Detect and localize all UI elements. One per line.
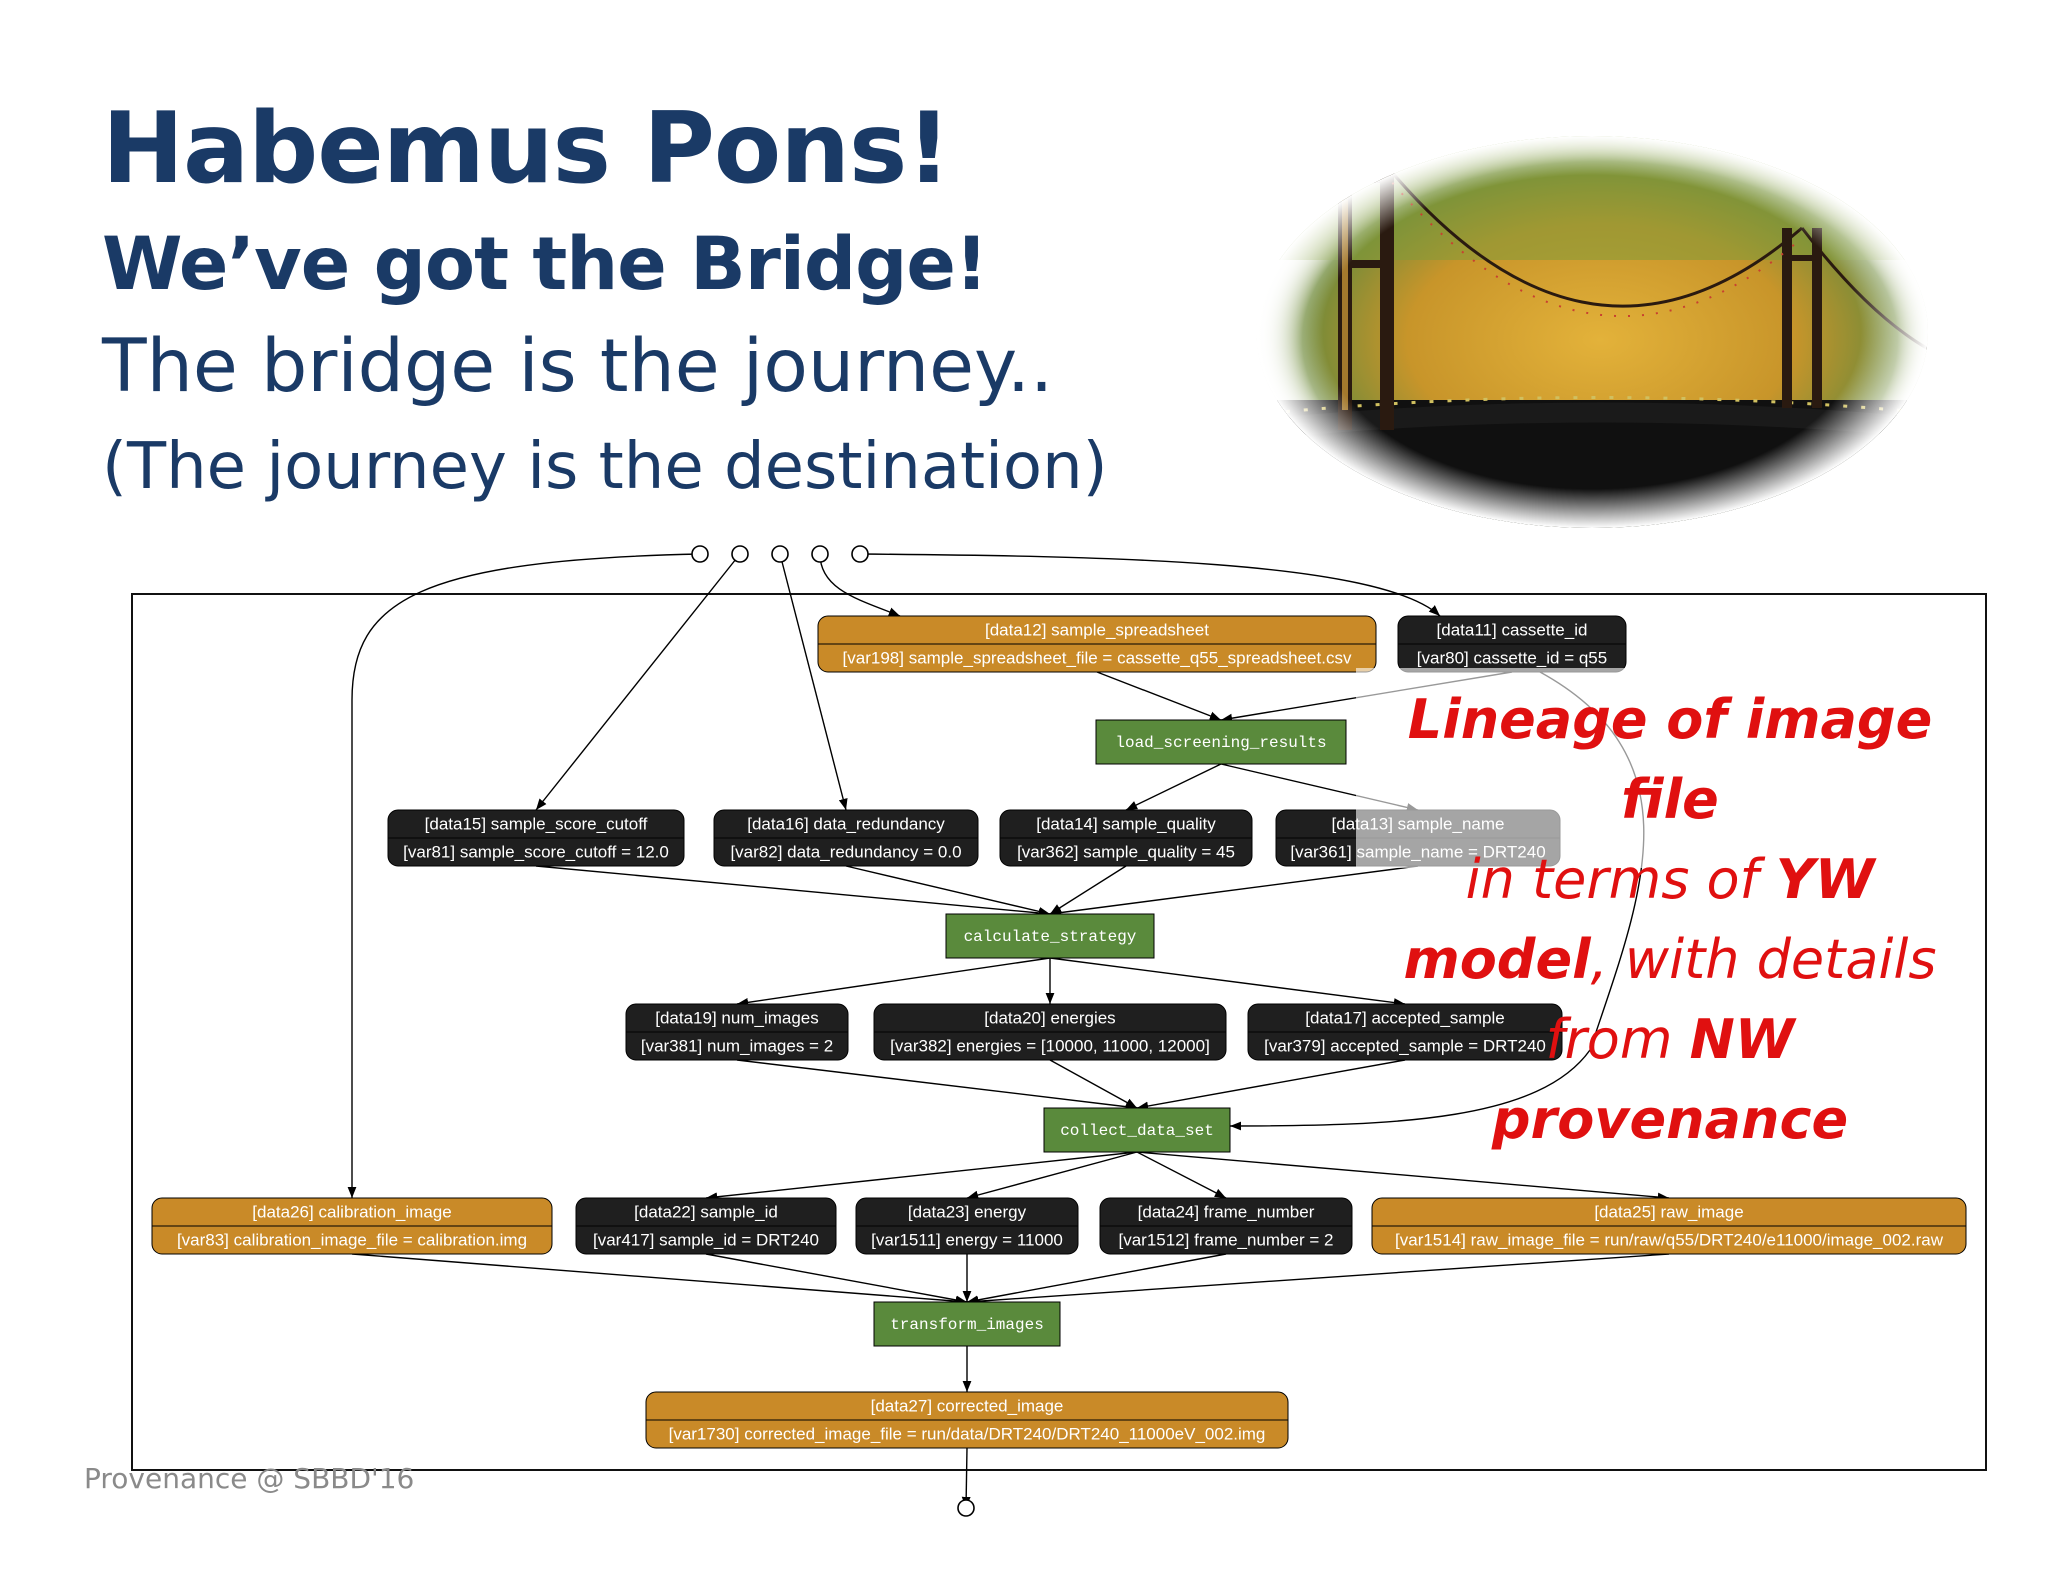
data-node-data17: [data17] accepted_sample [var379] accepte… xyxy=(1247,1003,1563,1061)
data-node-label: [data19] num_images xyxy=(655,1008,819,1027)
data-node-data24: [data24] frame_number [var1512] frame_num… xyxy=(1099,1197,1353,1255)
data-node-value: [var82] data_redundancy = 0.0 xyxy=(730,842,961,861)
data-node-value: [var198] sample_spreadsheet_file = casse… xyxy=(843,648,1352,667)
edge-in5-data11 xyxy=(859,553,1441,617)
process-node-load: load_screening_results xyxy=(1095,719,1347,765)
data-node-data12: [data12] sample_spreadsheet [var198] samp… xyxy=(817,615,1377,673)
data-node-label: [data24] frame_number xyxy=(1138,1202,1315,1221)
data-node-label: [data14] sample_quality xyxy=(1036,814,1216,833)
port-in5 xyxy=(851,545,869,563)
edge-in2-data15 xyxy=(535,553,741,811)
edge-data22-transform xyxy=(705,1253,968,1305)
data-node-value: [var1514] raw_image_file = run/raw/q55/D… xyxy=(1395,1230,1944,1249)
edge-collect-data25 xyxy=(1136,1151,1670,1202)
edge-calc-data17 xyxy=(1049,957,1406,1008)
port-group xyxy=(691,545,975,1517)
edge-data12-load xyxy=(1096,671,1222,721)
process-node-label: calculate_strategy xyxy=(964,928,1137,946)
data-node-label: [data11] cassette_id xyxy=(1437,620,1588,639)
data-node-value: [var1511] energy = 11000 xyxy=(871,1230,1063,1249)
slide-title: Habemus Pons! xyxy=(102,92,951,206)
edge-load-data14 xyxy=(1125,763,1222,811)
process-node-collect: collect_data_set xyxy=(1043,1107,1231,1153)
edge-data16-calc xyxy=(845,865,1051,916)
data-node-data26: [data26] calibration_image [var83] calibr… xyxy=(151,1197,553,1255)
callout-line-3: model, with details xyxy=(1403,928,1937,991)
edge-data20-collect xyxy=(1049,1059,1138,1109)
port-out xyxy=(957,1499,975,1517)
node-group: [data12] sample_spreadsheet [var198] samp… xyxy=(151,615,1967,1449)
port-in2 xyxy=(731,545,749,563)
edge-data13-calc xyxy=(1049,865,1419,917)
edge-data24-transform xyxy=(966,1253,1227,1305)
callout-line-4: from NW provenance xyxy=(1491,1008,1849,1151)
callout-line-2: in terms of YW xyxy=(1465,848,1875,911)
port-in4 xyxy=(811,545,829,563)
callout-backdrop xyxy=(1356,668,1656,868)
data-node-data11: [data11] cassette_id [var80] cassette_id … xyxy=(1397,615,1627,673)
data-node-value: [var417] sample_id = DRT240 xyxy=(593,1230,819,1249)
edge-collect-data24 xyxy=(1136,1151,1227,1199)
data-node-value: [var1512] frame_number = 2 xyxy=(1119,1230,1334,1249)
port-in1 xyxy=(691,545,709,563)
data-node-data25: [data25] raw_image [var1514] raw_image_fi… xyxy=(1371,1197,1967,1255)
data-node-value: [var382] energies = [10000, 11000, 12000… xyxy=(890,1036,1210,1055)
data-node-data15: [data15] sample_score_cutoff [var81] samp… xyxy=(387,809,685,867)
edge-data14-calc xyxy=(1049,865,1127,915)
callout-line-1: Lineage of image file xyxy=(1407,688,1933,831)
data-node-label: [data17] accepted_sample xyxy=(1305,1008,1504,1027)
edge-data27-out xyxy=(961,1447,971,1509)
data-node-data23: [data23] energy [var1511] energy = 11000 xyxy=(855,1197,1079,1255)
process-node-label: collect_data_set xyxy=(1060,1122,1214,1140)
data-node-label: [data23] energy xyxy=(908,1202,1027,1221)
edge-in1-data26 xyxy=(347,553,701,1198)
data-node-label: [data22] sample_id xyxy=(634,1202,778,1221)
process-node-transform: transform_images xyxy=(873,1301,1061,1347)
data-node-value: [var362] sample_quality = 45 xyxy=(1017,842,1235,861)
data-node-data22: [data22] sample_id [var417] sample_id = D… xyxy=(575,1197,837,1255)
data-node-value: [var81] sample_score_cutoff = 12.0 xyxy=(403,842,669,861)
edge-data25-transform xyxy=(966,1253,1670,1306)
edge-collect-data23 xyxy=(966,1151,1138,1200)
process-node-label: transform_images xyxy=(890,1316,1044,1334)
data-node-label: [data26] calibration_image xyxy=(252,1202,451,1221)
data-node-data16: [data16] data_redundancy [var82] data_red… xyxy=(713,809,979,867)
edge-data17-collect xyxy=(1136,1059,1406,1111)
data-node-value: [var80] cassette_id = q55 xyxy=(1417,648,1607,667)
data-node-value: [var381] num_images = 2 xyxy=(641,1036,833,1055)
port-in3 xyxy=(771,545,789,563)
data-node-label: [data20] energies xyxy=(984,1008,1115,1027)
data-node-value: [var379] accepted_sample = DRT240 xyxy=(1264,1036,1546,1055)
data-node-label: [data16] data_redundancy xyxy=(747,814,945,833)
data-node-label: [data15] sample_score_cutoff xyxy=(425,814,648,833)
slide-line-journey: The bridge is the journey.. xyxy=(102,324,1054,409)
edge-data15-calc xyxy=(535,865,1051,918)
data-node-data27: [data27] corrected_image [var1730] correc… xyxy=(645,1391,1289,1449)
diagram-frame xyxy=(131,593,1987,1471)
edge-calc-data19 xyxy=(736,957,1051,1007)
data-node-value: [var83] calibration_image_file = calibra… xyxy=(177,1230,527,1249)
slide-subtitle: We’ve got the Bridge! xyxy=(102,222,988,307)
data-node-label: [data27] corrected_image xyxy=(871,1396,1064,1415)
edge-in3-data16 xyxy=(779,553,848,811)
slide-line-destination: (The journey is the destination) xyxy=(102,430,1108,504)
data-node-data19: [data19] num_images [var381] num_images =… xyxy=(625,1003,849,1061)
data-node-label: [data12] sample_spreadsheet xyxy=(985,620,1209,639)
edge-collect-data22 xyxy=(705,1151,1138,1202)
data-node-label: [data25] raw_image xyxy=(1594,1202,1743,1221)
data-node-value: [var1730] corrected_image_file = run/dat… xyxy=(669,1424,1266,1443)
edge-data26-transform xyxy=(351,1253,968,1306)
edge-in4-data12 xyxy=(819,553,901,617)
edge-data19-collect xyxy=(736,1059,1138,1112)
data-node-data20: [data20] energies [var382] energies = [10… xyxy=(873,1003,1227,1061)
process-node-calc: calculate_strategy xyxy=(945,913,1155,959)
process-node-label: load_screening_results xyxy=(1115,734,1326,752)
slide-footer: Provenance @ SBBD'16 xyxy=(84,1462,415,1495)
data-node-data14: [data14] sample_quality [var362] sample_q… xyxy=(999,809,1253,867)
lineage-callout: Lineage of image file in terms of YW mod… xyxy=(1360,680,1980,1160)
